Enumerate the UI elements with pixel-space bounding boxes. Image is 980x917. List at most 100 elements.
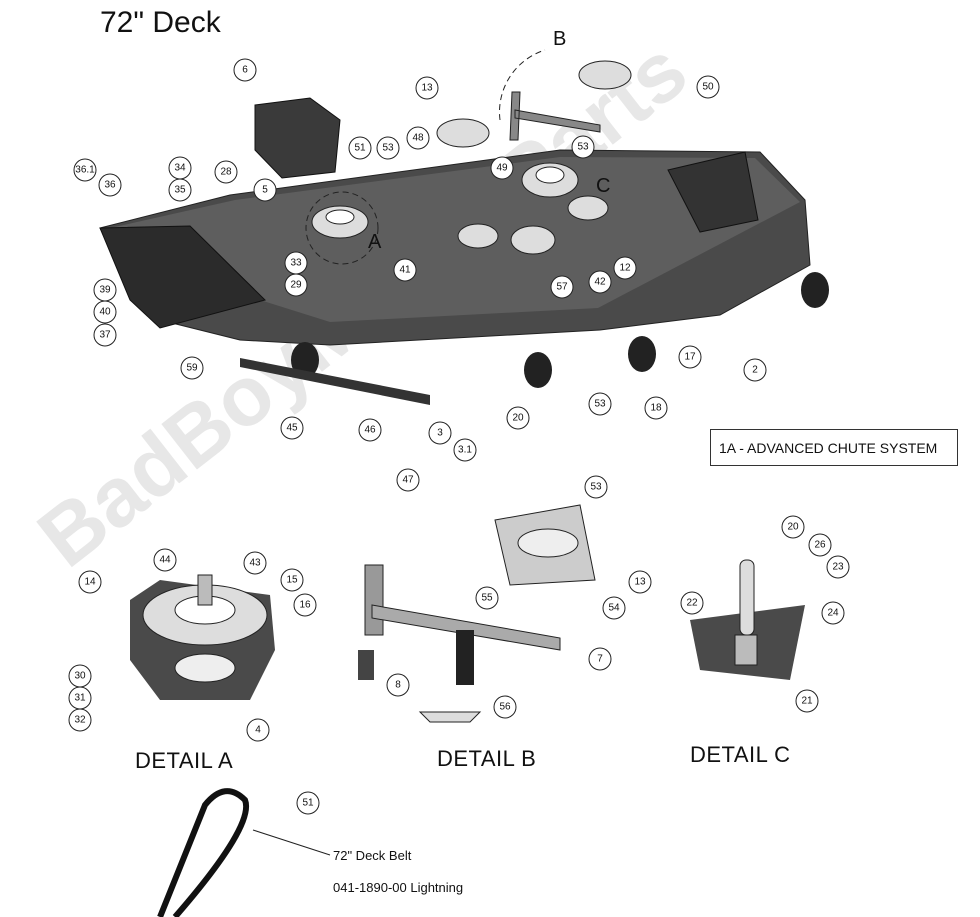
callout: 47 bbox=[396, 468, 420, 492]
callout: 45 bbox=[280, 416, 304, 440]
callout: 56 bbox=[493, 695, 517, 719]
svg-text:53: 53 bbox=[577, 142, 589, 153]
callout: 59 bbox=[180, 356, 204, 380]
callout: 46 bbox=[358, 418, 382, 442]
svg-text:51: 51 bbox=[302, 798, 314, 809]
callout: 40 bbox=[93, 300, 117, 324]
svg-text:6: 6 bbox=[242, 65, 248, 76]
callout: 20 bbox=[781, 515, 805, 539]
callout: 7 bbox=[588, 647, 612, 671]
svg-text:22: 22 bbox=[686, 598, 698, 609]
svg-text:21: 21 bbox=[801, 696, 813, 707]
svg-text:4: 4 bbox=[255, 725, 261, 736]
svg-text:8: 8 bbox=[395, 680, 401, 691]
svg-text:37: 37 bbox=[99, 330, 111, 341]
callout: 24 bbox=[821, 601, 845, 625]
callout: 41 bbox=[393, 258, 417, 282]
callout: 21 bbox=[795, 689, 819, 713]
svg-text:3.1: 3.1 bbox=[458, 445, 472, 456]
callout: 53 bbox=[584, 475, 608, 499]
belt-part-number: 041-1890-00 Lightning bbox=[333, 880, 464, 895]
svg-text:5: 5 bbox=[262, 185, 268, 196]
svg-text:36.1: 36.1 bbox=[75, 165, 95, 176]
svg-text:36: 36 bbox=[104, 180, 116, 191]
deck-belt bbox=[157, 788, 250, 917]
callout: 26 bbox=[808, 533, 832, 557]
page-title: 72" Deck bbox=[100, 6, 221, 39]
svg-text:43: 43 bbox=[249, 558, 261, 569]
svg-text:54: 54 bbox=[608, 603, 620, 614]
callout: 28 bbox=[214, 160, 238, 184]
svg-text:24: 24 bbox=[827, 608, 839, 619]
svg-text:35: 35 bbox=[174, 185, 186, 196]
advanced-chute-label: 1A - ADVANCED CHUTE SYSTEM bbox=[710, 429, 958, 466]
blade bbox=[240, 358, 430, 405]
pulley-b bbox=[578, 60, 632, 90]
svg-text:56: 56 bbox=[499, 702, 511, 713]
svg-text:29: 29 bbox=[290, 280, 302, 291]
callout: 36 bbox=[98, 173, 122, 197]
svg-text:14: 14 bbox=[84, 577, 96, 588]
callout: 3 bbox=[428, 421, 452, 445]
svg-text:3: 3 bbox=[437, 428, 443, 439]
svg-text:20: 20 bbox=[512, 413, 524, 424]
callout: 51 bbox=[296, 791, 320, 815]
callout: 13 bbox=[628, 570, 652, 594]
svg-text:28: 28 bbox=[220, 167, 232, 178]
wheel bbox=[291, 342, 319, 378]
idler-arm bbox=[509, 91, 601, 141]
svg-text:39: 39 bbox=[99, 285, 111, 296]
detail-b-spindle bbox=[364, 564, 384, 636]
svg-text:34: 34 bbox=[174, 163, 186, 174]
callout: 34 bbox=[168, 156, 192, 180]
callout: 44 bbox=[153, 548, 177, 572]
svg-text:45: 45 bbox=[286, 423, 298, 434]
detail-a-caption: DETAIL A bbox=[135, 748, 234, 773]
svg-text:7: 7 bbox=[597, 654, 603, 665]
callout: 54 bbox=[602, 596, 626, 620]
deck-top bbox=[110, 157, 800, 322]
callout: 43 bbox=[243, 551, 267, 575]
detail-b-caption: DETAIL B bbox=[437, 746, 537, 771]
callout: 36.1 bbox=[73, 158, 97, 182]
svg-text:46: 46 bbox=[364, 425, 376, 436]
callout: 53 bbox=[376, 136, 400, 160]
svg-text:12: 12 bbox=[619, 263, 631, 274]
svg-text:57: 57 bbox=[556, 282, 568, 293]
callout: 4 bbox=[246, 718, 270, 742]
svg-text:31: 31 bbox=[74, 693, 86, 704]
callout: 13 bbox=[415, 76, 439, 100]
callout: 55 bbox=[475, 586, 499, 610]
callout: 3.1 bbox=[453, 438, 477, 462]
callout: 14 bbox=[78, 570, 102, 594]
wheel bbox=[628, 336, 656, 372]
view-letter-a: A bbox=[368, 231, 382, 253]
callout: 42 bbox=[588, 270, 612, 294]
callout: 30 bbox=[68, 664, 92, 688]
callout: 32 bbox=[68, 708, 92, 732]
callout-group: 6 36.1 34 35 28 36 5 51 53 48 13 49 50 5… bbox=[68, 58, 850, 815]
svg-text:53: 53 bbox=[590, 482, 602, 493]
callout: 57 bbox=[550, 275, 574, 299]
callout: 37 bbox=[93, 323, 117, 347]
svg-text:15: 15 bbox=[286, 575, 298, 586]
svg-text:42: 42 bbox=[594, 277, 606, 288]
svg-text:47: 47 bbox=[402, 475, 414, 486]
svg-text:55: 55 bbox=[481, 593, 493, 604]
callout: 31 bbox=[68, 686, 92, 710]
callout: 53 bbox=[571, 135, 595, 159]
svg-text:51: 51 bbox=[354, 143, 366, 154]
wheel bbox=[801, 272, 829, 308]
callout: 53 bbox=[588, 392, 612, 416]
belt-cover bbox=[254, 97, 341, 179]
callout: 35 bbox=[168, 178, 192, 202]
svg-text:13: 13 bbox=[634, 577, 646, 588]
svg-text:13: 13 bbox=[421, 83, 433, 94]
svg-text:33: 33 bbox=[290, 258, 302, 269]
svg-text:32: 32 bbox=[74, 715, 86, 726]
svg-text:20: 20 bbox=[787, 522, 799, 533]
svg-text:30: 30 bbox=[74, 671, 86, 682]
svg-text:18: 18 bbox=[650, 403, 662, 414]
discharge-chute bbox=[99, 225, 266, 329]
